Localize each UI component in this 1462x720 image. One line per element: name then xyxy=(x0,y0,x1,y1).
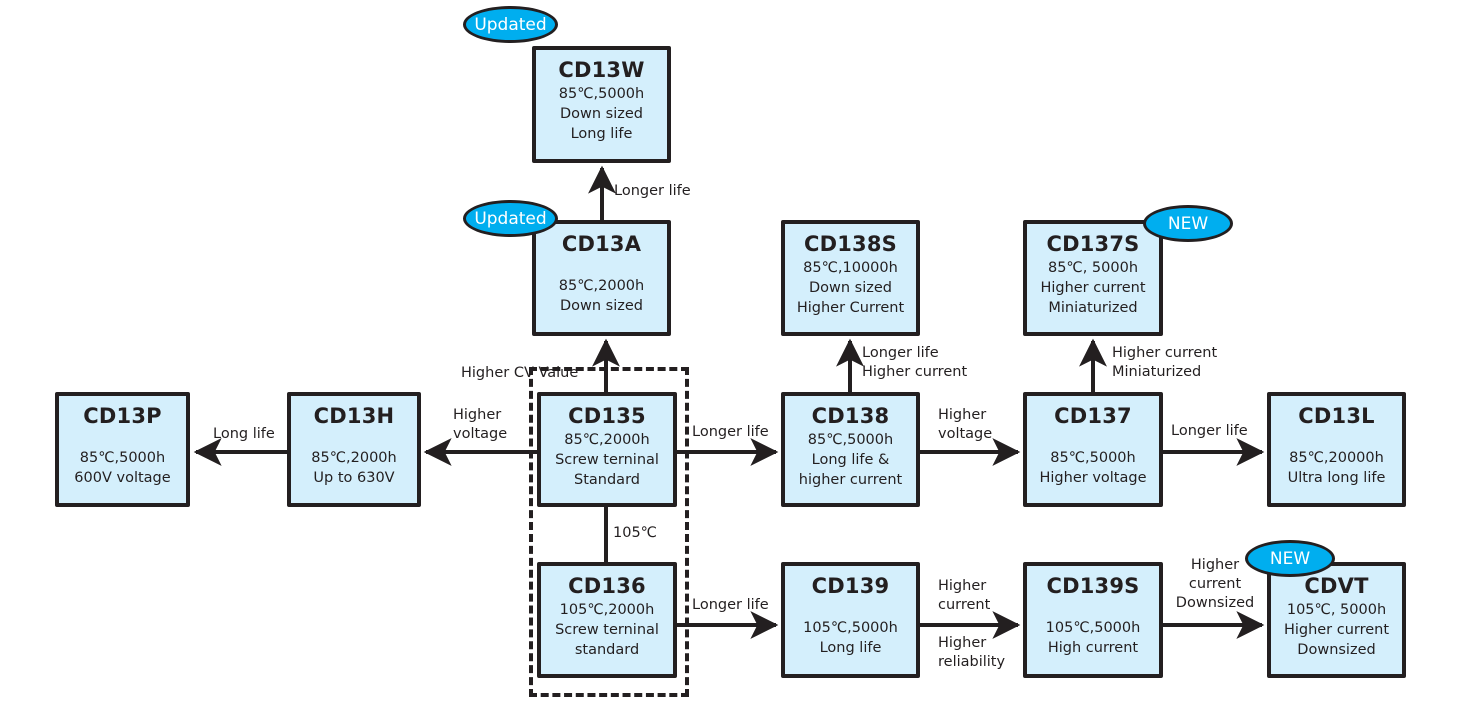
product-title: CD13A xyxy=(561,232,642,256)
product-box-cd138s[interactable]: CD138S 85℃,10000h Down sized Higher Curr… xyxy=(781,220,920,336)
product-spec: 85℃,20000h xyxy=(1289,450,1384,466)
edge-label-line: Higher xyxy=(938,578,987,594)
product-spec: 85℃,5000h xyxy=(558,86,645,102)
product-box-cd13p[interactable]: CD13P 85℃,5000h 600V voltage xyxy=(55,392,190,507)
edge-label-line: Higher current xyxy=(862,364,968,380)
updated-badge-cd13w: Updated xyxy=(463,6,558,43)
product-box-cd13h[interactable]: CD13H 85℃,2000h Up to 630V xyxy=(287,392,421,507)
edge-label-cd139s-cdvt: Higher current Downsized xyxy=(1170,556,1260,613)
product-spec: Long life xyxy=(570,126,633,142)
product-spec: 105℃, 5000h xyxy=(1286,602,1387,618)
product-title: CD135 xyxy=(568,404,646,428)
updated-badge-cd13a: Updated xyxy=(463,200,558,237)
product-spec: Up to 630V xyxy=(313,470,395,486)
product-spec: Long life xyxy=(819,640,882,656)
product-box-cd13a[interactable]: CD13A 85℃,2000h Down sized xyxy=(532,220,671,336)
new-badge-cdvt: NEW xyxy=(1245,540,1335,577)
product-box-cd137[interactable]: CD137 85℃,5000h Higher voltage xyxy=(1023,392,1163,507)
product-spec: Long life & xyxy=(811,452,890,468)
product-spec: Screw terninal xyxy=(555,622,659,638)
edge-label-cd137-cd137s: Higher current Miniaturized xyxy=(1112,344,1217,382)
edge-label-line: reliability xyxy=(938,654,1006,670)
product-title: CD13W xyxy=(558,58,645,82)
product-spec: higher current xyxy=(798,472,903,488)
product-spec: 85℃, 5000h xyxy=(1047,260,1139,276)
product-title: CD139S xyxy=(1046,574,1140,598)
edge-label-line: current xyxy=(1188,576,1242,592)
product-box-cdvt[interactable]: CDVT 105℃, 5000h Higher current Downsize… xyxy=(1267,562,1406,678)
product-spec: 105℃,2000h xyxy=(559,602,655,618)
product-box-cd137s[interactable]: CD137S 85℃, 5000h Higher current Miniatu… xyxy=(1023,220,1163,336)
edge-label-line: voltage xyxy=(453,426,508,442)
product-spec: Higher voltage xyxy=(1039,470,1147,486)
product-spec: standard xyxy=(574,642,640,658)
edge-label-line: Higher xyxy=(938,407,987,423)
edge-label-line: current xyxy=(938,597,991,613)
edge-label-line: Downsized xyxy=(1175,595,1255,611)
product-spec: Down sized xyxy=(559,298,643,314)
edge-label-line: voltage xyxy=(938,426,993,442)
product-title: CD13P xyxy=(83,404,162,428)
product-spec: Down sized xyxy=(559,106,643,122)
product-title: CD137 xyxy=(1054,404,1132,428)
product-spec: 85℃,2000h xyxy=(564,432,650,448)
edge-label-cd137-cd13l: Longer life xyxy=(1171,423,1248,439)
product-title: CD13L xyxy=(1298,404,1375,428)
product-title: CD139 xyxy=(811,574,890,598)
product-spec: Down sized xyxy=(808,280,892,296)
product-spec: Screw terninal xyxy=(555,452,659,468)
product-spec: 85℃,10000h xyxy=(803,260,898,276)
edge-label-line: Higher xyxy=(938,635,987,651)
edge-label-cd138-cd138s: Longer life Higher current xyxy=(862,344,967,382)
edge-label-cd135-cd136: 105℃ xyxy=(613,525,657,541)
product-spec: Standard xyxy=(574,472,640,488)
edge-label-line: Higher xyxy=(453,407,502,423)
product-box-cd13l[interactable]: CD13L 85℃,20000h Ultra long life xyxy=(1267,392,1406,507)
product-box-cd139[interactable]: CD139 105℃,5000h Long life xyxy=(781,562,920,678)
edge-label-cd135-cd13h: Higher voltage xyxy=(453,406,507,444)
product-title: CD137S xyxy=(1046,232,1140,256)
product-spec: Higher Current xyxy=(796,300,905,316)
product-title: CD138 xyxy=(811,404,890,428)
standard-series-group-outline xyxy=(529,367,689,697)
edge-label-cd135-cd138: Longer life xyxy=(692,424,769,440)
product-spec: 600V voltage xyxy=(74,470,171,486)
product-box-cd139s[interactable]: CD139S 105℃,5000h High current xyxy=(1023,562,1163,678)
product-spec: Higher current xyxy=(1283,622,1390,638)
edge-label-cd136-cd139: Longer life xyxy=(692,597,769,613)
product-title: CD13H xyxy=(313,404,395,428)
product-box-cd13w[interactable]: CD13W 85℃,5000h Down sized Long life xyxy=(532,46,671,163)
product-spec: 105℃,5000h xyxy=(803,620,898,636)
new-badge-cd137s: NEW xyxy=(1143,205,1233,242)
edge-label-line: Higher current xyxy=(1112,345,1218,361)
product-box-cd136[interactable]: CD136 105℃,2000h Screw terninal standard xyxy=(537,562,677,678)
edge-label-line: Longer life xyxy=(862,345,939,361)
product-box-cd135[interactable]: CD135 85℃,2000h Screw terninal Standard xyxy=(537,392,677,507)
product-spec: 85℃,5000h xyxy=(1050,450,1136,466)
product-spec: 105℃,5000h xyxy=(1045,620,1141,636)
product-spec: 85℃,2000h xyxy=(558,278,645,294)
edge-label-line: Higher xyxy=(1190,557,1240,573)
product-spec: High current xyxy=(1047,640,1139,656)
product-spec: Miniaturized xyxy=(1048,300,1138,316)
edge-label-cd139-cd139s-top: Higher current xyxy=(938,577,990,615)
product-spec: Downsized xyxy=(1297,642,1376,658)
edge-label-cd139-cd139s-bottom: Higher reliability xyxy=(938,634,1005,672)
product-spec: 85℃,5000h xyxy=(807,432,894,448)
edge-label-cd138-cd137: Higher voltage xyxy=(938,406,992,444)
edge-label-cd135-cd13a: Higher CV Value xyxy=(461,365,579,381)
product-spec: Higher current xyxy=(1040,280,1146,296)
product-title: CD136 xyxy=(568,574,646,598)
product-spec: Ultra long life xyxy=(1287,470,1386,486)
product-box-cd138[interactable]: CD138 85℃,5000h Long life & higher curre… xyxy=(781,392,920,507)
edge-label-cd13a-cd13w: Longer life xyxy=(614,183,691,199)
edge-label-cd13h-cd13p: Long life xyxy=(213,426,275,442)
product-spec: 85℃,5000h xyxy=(79,450,166,466)
product-title: CD138S xyxy=(803,232,897,256)
edge-label-line: Miniaturized xyxy=(1112,364,1202,380)
product-spec: 85℃,2000h xyxy=(311,450,397,466)
product-title: CDVT xyxy=(1304,574,1369,598)
